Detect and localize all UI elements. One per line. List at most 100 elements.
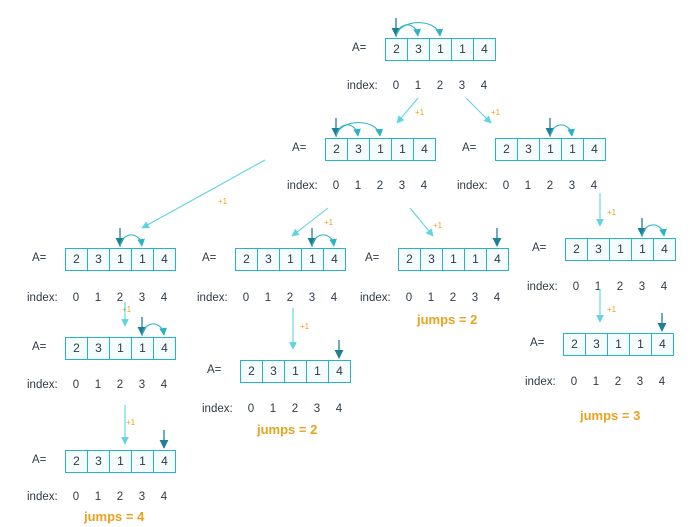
plus-one-label: +1	[491, 108, 501, 117]
array-label: A=	[202, 252, 217, 264]
index-value: 3	[398, 180, 406, 192]
array-cell: 2	[66, 249, 88, 270]
array-label: A=	[207, 364, 222, 376]
index-value: 2	[376, 180, 384, 192]
index-value: 4	[660, 281, 668, 293]
array-cell: 3	[588, 239, 610, 260]
plus-one-label: +1	[607, 305, 617, 314]
index-label: index:	[527, 281, 558, 293]
index-value: 3	[138, 491, 146, 503]
index-value: 0	[502, 180, 510, 192]
index-value: 3	[138, 292, 146, 304]
array-cell: 3	[421, 249, 443, 270]
array-label: A=	[532, 242, 547, 254]
array-cell: 1	[540, 139, 562, 160]
array-cell: 1	[630, 334, 652, 355]
index-value: 0	[332, 180, 340, 192]
jump-arc	[641, 224, 667, 238]
array-cell: 3	[88, 451, 110, 472]
index-label: index:	[347, 80, 378, 92]
index-value: 1	[594, 281, 602, 293]
index-value: 0	[72, 491, 80, 503]
array-cell: 1	[562, 139, 584, 160]
array-cell: 3	[263, 361, 285, 382]
index-value: 0	[72, 379, 80, 391]
array-cell: 4	[591, 142, 598, 156]
index-value: 1	[94, 292, 102, 304]
index-value: 1	[427, 292, 435, 304]
array-cell: 3	[88, 338, 110, 359]
array-cell: 2	[386, 39, 408, 60]
index-value: 0	[247, 403, 255, 415]
array-cell: 4	[661, 242, 668, 256]
index-value: 3	[568, 180, 576, 192]
array-cell: 1	[132, 338, 154, 359]
array-cell: 1	[110, 338, 132, 359]
index-value: 2	[436, 80, 444, 92]
index-value: 0	[570, 376, 578, 388]
index-value: 2	[116, 491, 124, 503]
array-cell: 4	[336, 364, 343, 378]
index-value: 3	[636, 376, 644, 388]
index-value: 1	[269, 403, 277, 415]
index-value: 3	[313, 403, 321, 415]
jump-arc	[395, 24, 421, 38]
tree-edge	[141, 159, 266, 229]
jumps-result: jumps = 2	[417, 312, 478, 327]
index-value: 4	[160, 379, 168, 391]
tree-edge	[409, 207, 434, 237]
array-label: A=	[462, 142, 477, 154]
array-cell: 3	[348, 139, 370, 160]
array-cell: 4	[331, 252, 338, 266]
array-label: A=	[32, 454, 47, 466]
array-label: A=	[32, 252, 47, 264]
jump-arc	[335, 122, 384, 138]
array-cell: 1	[302, 249, 324, 270]
array-cell: 1	[132, 451, 154, 472]
array-cell: 1	[608, 334, 630, 355]
index-label: index:	[27, 379, 58, 391]
index-value: 2	[286, 292, 294, 304]
array-label: A=	[32, 341, 47, 353]
array-cell: 4	[161, 454, 168, 468]
array-cell: 3	[408, 39, 430, 60]
index-value: 3	[308, 292, 316, 304]
jumps-result: jumps = 3	[580, 408, 641, 423]
tree-edge	[291, 207, 329, 237]
jump-arc	[395, 22, 444, 38]
index-value: 2	[616, 281, 624, 293]
array-cell: 1	[610, 239, 632, 260]
array-cell: 1	[632, 239, 654, 260]
tree-edge	[465, 97, 492, 124]
index-value: 4	[420, 180, 428, 192]
index-value: 4	[480, 80, 488, 92]
array-cell: 4	[421, 142, 428, 156]
array-label: A=	[292, 142, 307, 154]
index-label: index:	[202, 403, 233, 415]
array-cell: 2	[66, 451, 88, 472]
index-value: 4	[658, 376, 666, 388]
index-value: 4	[493, 292, 501, 304]
array-cell: 2	[326, 139, 348, 160]
array-cell: 2	[496, 139, 518, 160]
jumps-result: jumps = 4	[84, 509, 145, 524]
array-cell: 4	[659, 337, 666, 351]
array-label: A=	[530, 337, 545, 349]
index-value: 0	[242, 292, 250, 304]
index-value: 2	[614, 376, 622, 388]
index-value: 3	[138, 379, 146, 391]
index-value: 0	[572, 281, 580, 293]
index-value: 0	[405, 292, 413, 304]
array-cell: 2	[66, 338, 88, 359]
index-label: index:	[197, 292, 228, 304]
index-label: index:	[27, 491, 58, 503]
index-label: index:	[287, 180, 318, 192]
index-label: index:	[525, 376, 556, 388]
